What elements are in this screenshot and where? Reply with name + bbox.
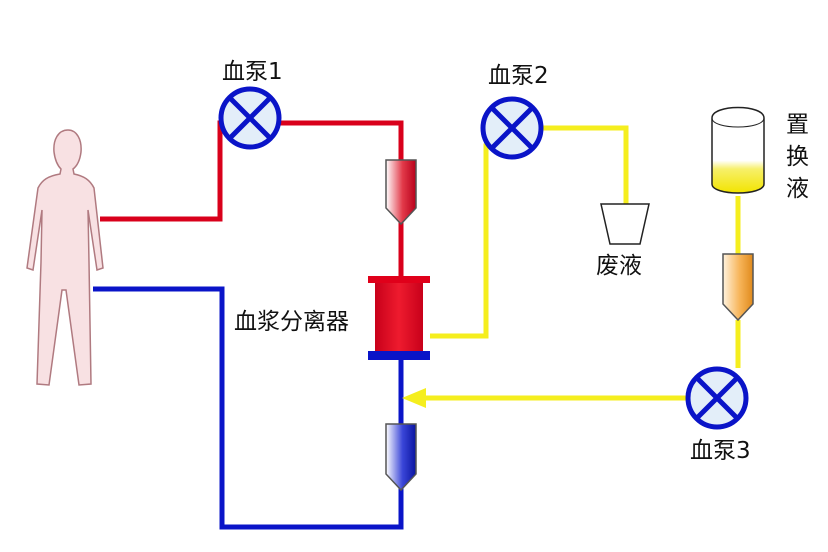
- waste-container-icon: [600, 203, 650, 245]
- bag-rim: [711, 117, 765, 128]
- pump1-label: 血泵1: [222, 59, 283, 85]
- blood-pump-2: [480, 96, 544, 160]
- pump2-label: 血泵2: [488, 63, 549, 89]
- separator-top-cap: [368, 276, 430, 283]
- separator-body: [375, 283, 423, 351]
- blue-drip-chamber: [385, 423, 417, 492]
- pump2-x-b: [490, 106, 534, 150]
- waste-tube: [542, 125, 629, 204]
- orange-drip-chamber: [722, 253, 754, 322]
- replacement-fluid-label-char-2: 换: [786, 144, 809, 170]
- blood-pump-3: [685, 366, 749, 430]
- patient-body: [26, 129, 104, 386]
- separator-label: 血浆分离器: [234, 309, 349, 335]
- plasma-separator: [368, 276, 430, 360]
- plasma-out-tube: [430, 143, 492, 339]
- waste-label: 废液: [596, 253, 642, 279]
- pump3-x-b: [695, 376, 739, 420]
- separator-bottom-cap: [368, 351, 430, 360]
- red-drip-chamber: [385, 159, 417, 226]
- flow-arrow-head: [402, 388, 426, 408]
- venous-tube-2: [93, 286, 404, 530]
- venous-line: [93, 286, 404, 530]
- arterial-tube-1: [100, 120, 239, 222]
- pump3-label: 血泵3: [690, 438, 751, 464]
- fluid-lines: [402, 125, 741, 408]
- pump1-x-b: [228, 96, 272, 140]
- patient-figure: [26, 129, 104, 386]
- replacement-fluid-label-char-1: 置: [786, 112, 809, 138]
- replacement-fluid-bag-icon: [711, 106, 765, 194]
- arterial-tube-2: [280, 120, 404, 160]
- replacement-fluid-label-char-3: 液: [786, 176, 809, 202]
- blood-pump-1: [218, 86, 282, 150]
